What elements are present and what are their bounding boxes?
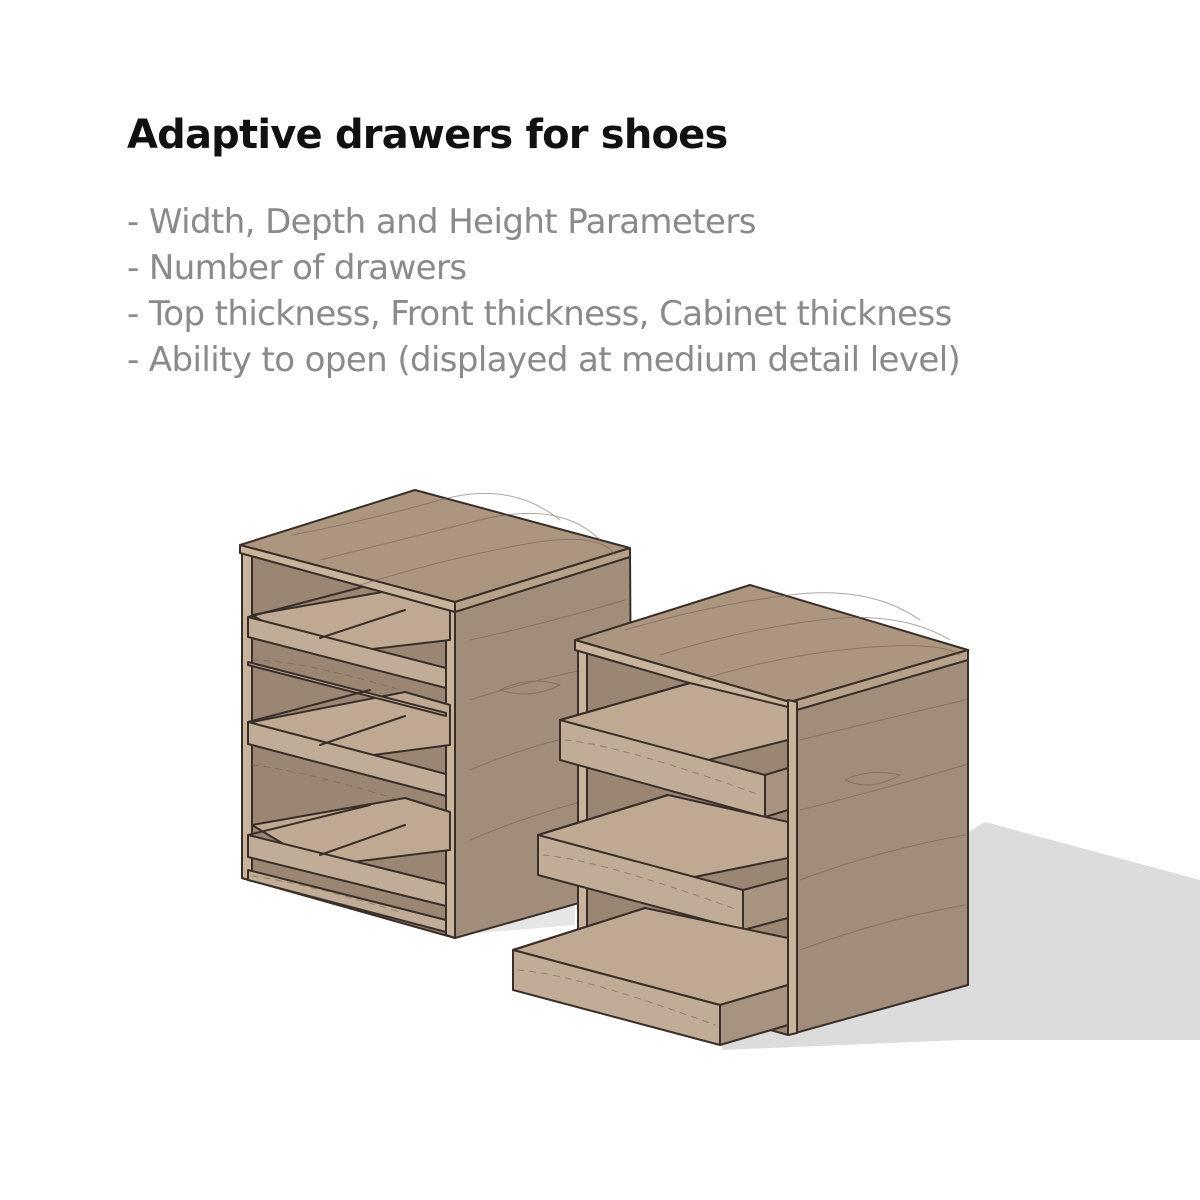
right-cabinet-wood-grain (517, 592, 966, 1026)
feature-item-dimensions: - Width, Depth and Height Parameters (127, 202, 756, 242)
feature-item-opening: - Ability to open (displayed at medium d… (127, 340, 961, 380)
left-cabinet-wood-grain (251, 492, 629, 913)
page-title: Adaptive drawers for shoes (127, 112, 728, 158)
feature-list: - Width, Depth and Height Parameters - N… (127, 199, 961, 383)
open-drawer-cabinet (512, 584, 969, 1046)
feature-item-drawer-count: - Number of drawers (127, 248, 467, 288)
cabinet-illustration (0, 440, 1200, 1200)
feature-item-thickness: - Top thickness, Front thickness, Cabine… (127, 294, 952, 334)
